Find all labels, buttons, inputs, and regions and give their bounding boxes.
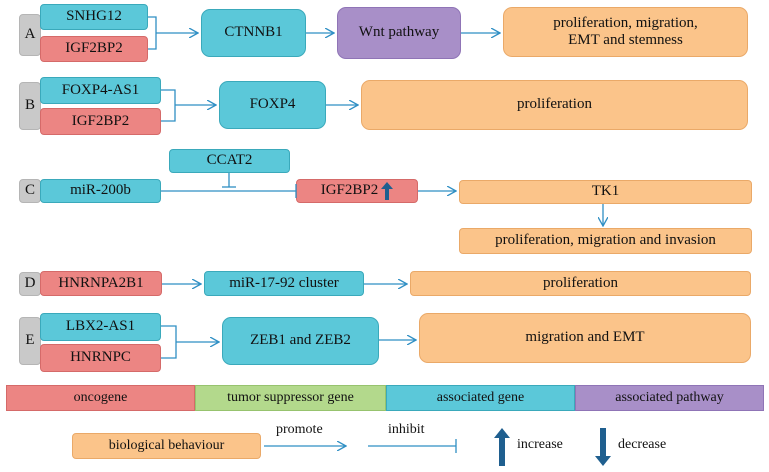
legend-inhibit-label: inhibit xyxy=(388,422,425,437)
outcome-a-line2: EMT and stemness xyxy=(568,32,683,48)
node-lbx2-as1: LBX2-AS1 xyxy=(40,313,161,341)
node-wnt-pathway: Wnt pathway xyxy=(337,7,461,59)
node-ctnnb1: CTNNB1 xyxy=(201,9,306,57)
row-label-c: C xyxy=(19,179,41,203)
node-foxp4-as1: FOXP4-AS1 xyxy=(40,77,161,104)
node-mir-17-92-cluster: miR-17-92 cluster xyxy=(204,271,364,296)
legend-associated-gene: associated gene xyxy=(386,385,575,411)
node-zeb1-zeb2: ZEB1 and ZEB2 xyxy=(222,317,379,365)
decrease-arrow-icon xyxy=(595,428,611,466)
legend-associated-pathway: associated pathway xyxy=(575,385,764,411)
node-outcome-e: migration and EMT xyxy=(419,313,751,363)
row-label-b: B xyxy=(19,82,41,130)
bracket-e xyxy=(161,325,177,359)
node-outcome-d: proliferation xyxy=(410,271,751,296)
node-tk1: TK1 xyxy=(459,180,752,204)
node-igf2bp2-a: IGF2BP2 xyxy=(40,36,148,62)
node-ccat2: CCAT2 xyxy=(169,149,290,173)
node-igf2bp2-b: IGF2BP2 xyxy=(40,108,161,135)
node-snhg12: SNHG12 xyxy=(40,4,148,30)
row-label-d: D xyxy=(19,272,41,296)
legend-decrease-label: decrease xyxy=(618,437,667,452)
node-igf2bp2-c: IGF2BP2 xyxy=(296,179,418,203)
outcome-a-line1: proliferation, migration, xyxy=(553,14,698,31)
legend-oncogene: oncogene xyxy=(6,385,195,411)
bracket-b xyxy=(161,89,176,122)
legend-biological-behaviour: biological behaviour xyxy=(72,433,261,459)
legend-increase-label: increase xyxy=(517,437,563,452)
row-label-e: E xyxy=(19,317,41,365)
node-outcome-b: proliferation xyxy=(361,80,748,130)
node-hnrnpa2b1: HNRNPA2B1 xyxy=(40,271,162,296)
legend-promote-label: promote xyxy=(276,422,323,437)
increase-arrow-icon xyxy=(494,428,510,466)
node-outcome-a: proliferation, migration, EMT and stemne… xyxy=(503,7,748,57)
bracket-a xyxy=(148,16,157,50)
node-foxp4: FOXP4 xyxy=(219,81,326,129)
node-outcome-c: proliferation, migration and invasion xyxy=(459,228,752,254)
node-mir-200b: miR-200b xyxy=(40,179,161,203)
legend-tumor-suppressor: tumor suppressor gene xyxy=(195,385,386,411)
increase-arrow-icon xyxy=(381,182,394,200)
row-label-a: A xyxy=(19,14,41,56)
node-hnrnpc: HNRNPC xyxy=(40,344,161,372)
igf2bp2-c-label: IGF2BP2 xyxy=(320,182,379,199)
